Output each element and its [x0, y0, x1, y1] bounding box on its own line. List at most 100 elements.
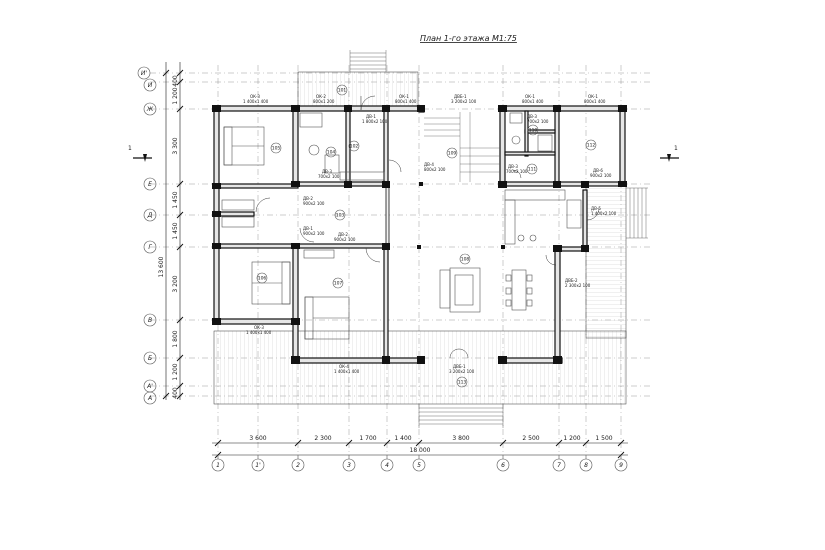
door-label-dv1-a: ДВ-1: [366, 114, 376, 119]
room-109: 109: [446, 147, 458, 159]
door-label-dv3-c: ДВ-3: [527, 114, 537, 119]
door-label-dvb2: ДВБ-2: [565, 278, 578, 283]
window-size-ok1-a: 800х1 400: [395, 99, 417, 104]
door-label-dv3-b: ДВ-3: [508, 164, 518, 169]
axis-I: И: [143, 78, 157, 92]
section-mark-right: 1: [674, 145, 678, 152]
window-label-ok4: ОК-4: [339, 364, 349, 369]
window-size-ok4: 1 400х1 400: [334, 369, 360, 374]
axis-2: 2: [291, 455, 305, 472]
svg-text:4: 4: [385, 462, 389, 469]
columns: [386, 182, 505, 249]
dim-bottom-4: 1 400: [394, 435, 411, 442]
door-label-dv6: ДВ-6: [593, 168, 603, 173]
svg-text:101: 101: [338, 88, 347, 94]
room-108: 108: [459, 253, 471, 265]
door-size-dv1-a: 1 800х2 100: [362, 119, 388, 124]
axis-E: Е: [143, 177, 157, 191]
door-label-dv2-b: ДВ-2: [338, 232, 348, 237]
dim-left-6: 3 200: [172, 275, 179, 292]
svg-text:6: 6: [501, 462, 505, 469]
svg-text:103: 103: [336, 213, 345, 219]
walls: [213, 105, 626, 364]
door-size-dv4: 800х2 100: [424, 167, 446, 172]
svg-text:Ж: Ж: [146, 106, 154, 113]
door-size-dv3: 700х2 100: [318, 174, 340, 179]
room-110: 110: [527, 124, 539, 136]
window-size-ok1-b: 800х1 400: [522, 99, 544, 104]
axis-3: 3: [342, 455, 356, 472]
svg-text:111: 111: [528, 167, 537, 173]
dim-left-9: 400: [172, 387, 179, 399]
svg-text:102: 102: [350, 144, 359, 150]
axis-D: Д: [143, 208, 157, 222]
svg-text:9: 9: [619, 462, 623, 469]
svg-text:104: 104: [327, 150, 336, 156]
dim-bottom-3: 1 700: [359, 435, 376, 442]
axis-bubbles-bottom: 1 1' 2 3 4 5 6 7 8 9: [211, 455, 628, 472]
room-106: 106: [256, 272, 268, 284]
plan-title: План 1-го этажа М1:75: [420, 34, 517, 43]
room-112: 112: [585, 139, 597, 151]
dim-bottom-2: 2 300: [314, 435, 331, 442]
room-104: 104: [325, 146, 337, 158]
dim-bottom-1: 3 600: [249, 435, 266, 442]
section-mark-left: 1: [128, 145, 132, 152]
window-size-dvb1-bottom: 3 200х2 100: [449, 369, 475, 374]
room-111: 111: [526, 163, 538, 175]
axis-4: 4: [380, 455, 394, 472]
svg-text:Г: Г: [148, 244, 152, 251]
axis-B: Б: [143, 351, 157, 365]
dim-bottom-8: 1 500: [595, 435, 612, 442]
axis-9: 9: [614, 455, 628, 472]
axis-V: В: [143, 313, 157, 327]
openings: [255, 95, 600, 359]
dim-left-7: 1 800: [172, 330, 179, 347]
window-size-ok2-top: 800х1 200: [313, 99, 335, 104]
axis-6: 6: [496, 455, 510, 472]
svg-text:И: И: [148, 82, 153, 89]
svg-text:Е: Е: [148, 181, 152, 188]
door-label-dv2-a: ДВ-2: [303, 196, 313, 201]
dim-left-8: 1 200: [172, 363, 179, 380]
svg-text:1': 1': [255, 462, 261, 469]
svg-text:А: А: [147, 395, 152, 402]
door-size-dv3-b: 700х2 100: [506, 169, 528, 174]
svg-text:108: 108: [461, 257, 470, 263]
svg-text:107: 107: [334, 281, 343, 287]
svg-text:В: В: [148, 317, 152, 324]
axis-G: Г: [143, 240, 157, 254]
dim-left-total: 13 600: [158, 256, 165, 277]
svg-text:А': А': [146, 383, 153, 390]
room-107: 107: [332, 277, 344, 289]
window-size-ok3-top: 1 400х1 400: [243, 99, 269, 104]
dim-left-2: 1 200: [172, 87, 179, 104]
svg-text:2: 2: [296, 462, 300, 469]
room-113: 113: [456, 376, 468, 388]
room-102: 102: [348, 140, 360, 152]
axis-5: 5: [412, 455, 426, 472]
window-label-dvb1-bottom: ДВБ-1: [453, 364, 466, 369]
door-size-dv5: 1 400х2 100: [591, 211, 617, 216]
axis-8: 8: [579, 455, 593, 472]
axis-7: 7: [552, 455, 566, 472]
door-label-dv4: ДВ-4: [424, 162, 434, 167]
window-size-dvb1-top: 3 200х2 100: [451, 99, 477, 104]
window-label-ok2-top: ОК-2: [316, 94, 326, 99]
dim-left-1: 400: [172, 75, 179, 87]
section-marks: 1 1: [128, 145, 679, 162]
door-label-dv5: ДВ-5: [591, 206, 601, 211]
svg-text:8: 8: [584, 462, 588, 469]
door-size-dv1-b: 900х2 100: [303, 231, 325, 236]
window-label-ok3-left: ОК-3: [254, 325, 264, 330]
dim-bottom-5: 3 800: [452, 435, 469, 442]
svg-text:110: 110: [529, 128, 538, 134]
svg-text:7: 7: [557, 462, 561, 469]
furniture: [221, 112, 582, 340]
room-101: 101: [336, 84, 348, 96]
opening-labels: ОК-3 1 400х1 400 ОК-2 800х1 200 ОК-1 800…: [243, 94, 617, 374]
svg-text:105: 105: [272, 146, 281, 152]
svg-text:113: 113: [458, 380, 467, 386]
window-size-ok1-c: 800х1 400: [584, 99, 606, 104]
